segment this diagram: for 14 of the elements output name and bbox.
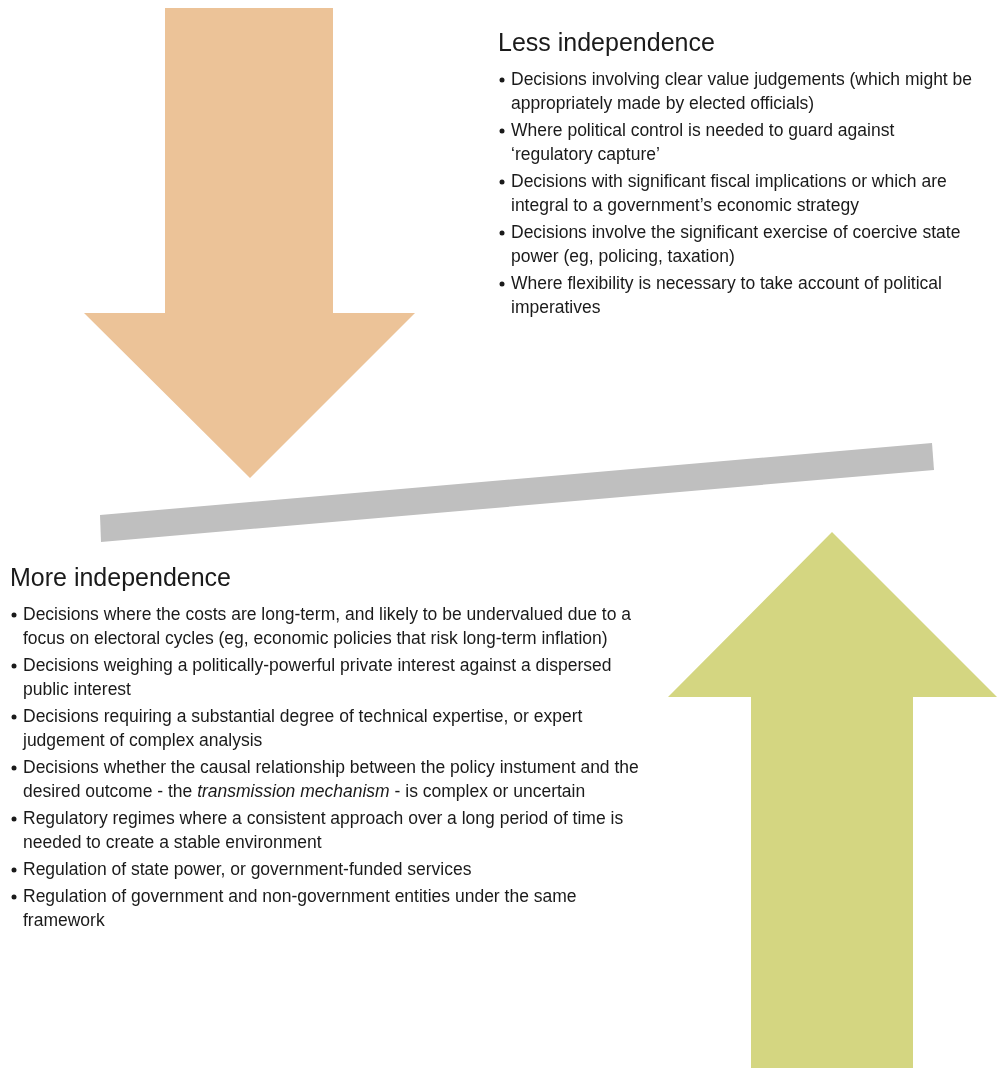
bullet-item: Regulation of government and non-government entities under the same framework bbox=[23, 886, 577, 930]
bullet-item: Decisions with significant fiscal implications or which are integral to a government’s economic strategy bbox=[511, 171, 947, 215]
bullet-item: Decisions weighing a politically-powerful private interest against a dispersed public interest bbox=[23, 655, 612, 699]
bullet-item: Decisions requiring a substantial degree of technical expertise, or expert judgement of complex analysis bbox=[23, 706, 583, 750]
bullet-item: Decisions involve the significant exercise of coercive state power (eg, policing, taxation) bbox=[511, 222, 961, 266]
bullet-item: Regulatory regimes where a consistent approach over a long period of time is needed to create a stable environment bbox=[23, 808, 624, 852]
bullet-item: Regulation of state power, or government-funded services bbox=[23, 859, 472, 879]
section-heading: Less independence bbox=[498, 28, 716, 57]
bullet-item: Decisions involving clear value judgements (which might be appropriately made by elected officials) bbox=[511, 69, 973, 113]
bullet-item: Decisions whether the causal relationship between the policy instument and the desired outcome - the transmission mechanism - is complex or uncertain bbox=[23, 757, 639, 801]
bullet-item: Where political control is needed to guard against ‘regulatory capture’ bbox=[511, 120, 895, 164]
bullet-item: Decisions where the costs are long-term, and likely to be undervalued due to a focus on electoral cycles (eg, economic policies that risk long-term inflation) bbox=[23, 604, 631, 648]
section-heading: More independence bbox=[10, 563, 232, 592]
bullet-item: Where flexibility is necessary to take account of political imperatives bbox=[511, 273, 942, 317]
